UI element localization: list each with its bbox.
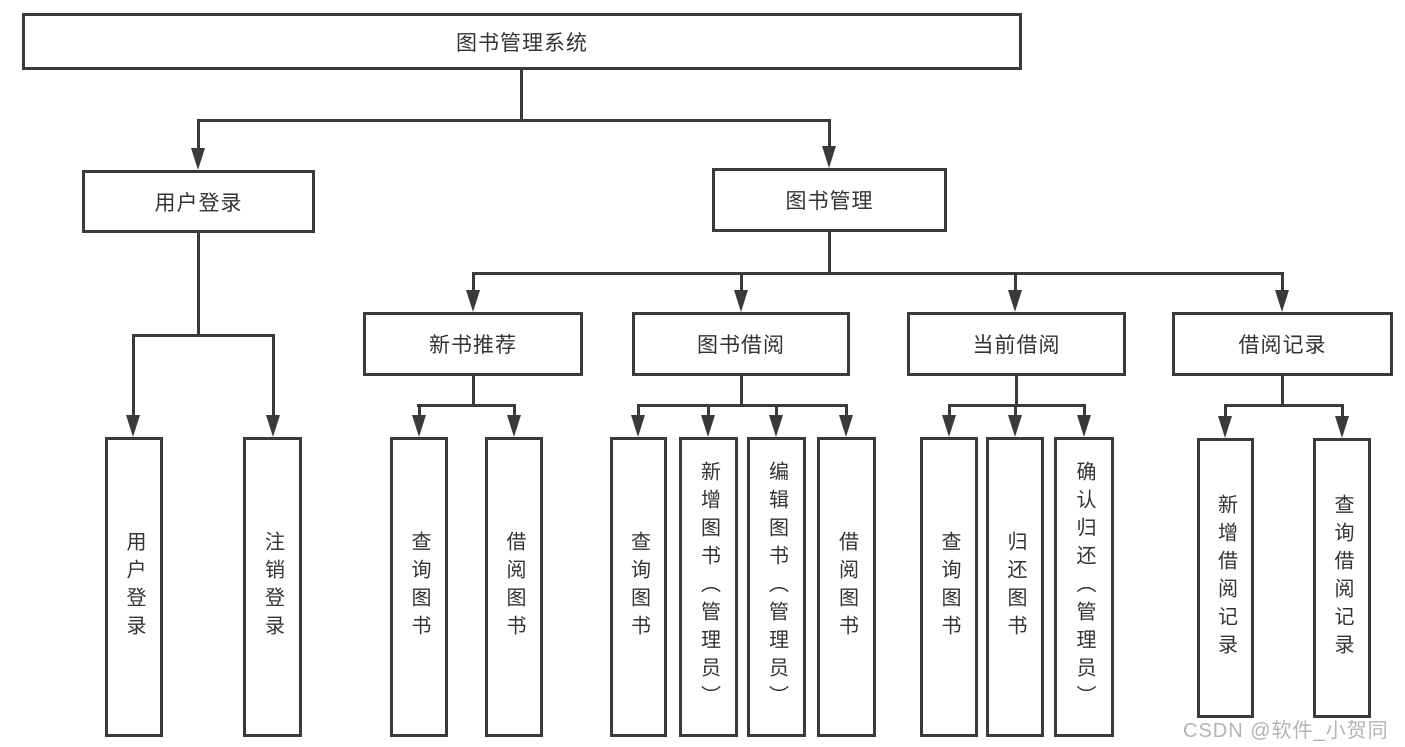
arrow-down-icon bbox=[1275, 290, 1289, 312]
connector bbox=[472, 272, 475, 292]
leaf-logout-label: 注销登录 bbox=[261, 531, 284, 643]
leaf-user-login-label: 用户登录 bbox=[123, 531, 145, 643]
node-book-borrow: 图书借阅 bbox=[632, 312, 850, 376]
leaf-confirm-return-admin: 确认归还（管理员） bbox=[1054, 437, 1114, 737]
node-root-label: 图书管理系统 bbox=[456, 31, 588, 55]
leaf-edit-books-admin: 编辑图书（管理员） bbox=[747, 437, 806, 737]
leaf-return-books-label: 归还图书 bbox=[1004, 531, 1026, 643]
leaf-add-books-admin-label: 新增图书（管理员） bbox=[697, 461, 720, 713]
arrow-down-icon bbox=[701, 415, 715, 437]
node-book-borrow-label: 图书借阅 bbox=[697, 334, 785, 357]
connector bbox=[132, 334, 275, 337]
leaf-add-books-admin: 新增图书（管理员） bbox=[679, 437, 738, 737]
leaf-query-borrow-record-label: 查询借阅记录 bbox=[1331, 494, 1353, 662]
connector bbox=[272, 334, 275, 417]
connector bbox=[637, 404, 848, 407]
connector bbox=[707, 404, 710, 417]
connector bbox=[520, 70, 523, 121]
connector bbox=[775, 404, 778, 417]
connector bbox=[1224, 404, 1227, 418]
arrow-down-icon bbox=[412, 415, 426, 437]
connector bbox=[828, 232, 831, 275]
connector bbox=[472, 376, 475, 407]
arrow-down-icon bbox=[1008, 415, 1022, 437]
leaf-borrow-books: 借阅图书 bbox=[817, 437, 876, 737]
leaf-user-login: 用户登录 bbox=[105, 437, 163, 737]
connector bbox=[1224, 404, 1343, 407]
node-new-book-recommend-label: 新书推荐 bbox=[429, 334, 517, 357]
connector bbox=[197, 119, 200, 150]
leaf-borrow-books-recommend-label: 借阅图书 bbox=[503, 531, 525, 643]
node-borrow-records: 借阅记录 bbox=[1172, 312, 1393, 376]
arrow-down-icon bbox=[1218, 416, 1232, 438]
connector bbox=[740, 272, 743, 292]
node-root-system: 图书管理系统 bbox=[22, 13, 1022, 70]
leaf-confirm-return-admin-label: 确认归还（管理员） bbox=[1073, 461, 1095, 713]
connector bbox=[1341, 404, 1344, 418]
arrow-down-icon bbox=[507, 415, 521, 437]
node-book-management: 图书管理 bbox=[712, 168, 947, 232]
arrow-down-icon bbox=[942, 415, 956, 437]
connector bbox=[1083, 404, 1086, 417]
connector bbox=[948, 404, 951, 417]
node-current-borrow: 当前借阅 bbox=[907, 312, 1126, 376]
leaf-query-borrow-record: 查询借阅记录 bbox=[1313, 438, 1371, 718]
leaf-query-books-current-label: 查询图书 bbox=[938, 531, 960, 643]
arrow-down-icon bbox=[839, 415, 853, 437]
connector bbox=[197, 233, 200, 337]
arrow-down-icon bbox=[191, 148, 205, 170]
node-current-borrow-label: 当前借阅 bbox=[972, 334, 1061, 357]
node-user-login-label: 用户登录 bbox=[154, 191, 243, 215]
leaf-logout: 注销登录 bbox=[243, 437, 302, 737]
arrow-down-icon bbox=[126, 415, 140, 437]
leaf-edit-books-admin-label: 编辑图书（管理员） bbox=[765, 461, 788, 713]
arrow-down-icon bbox=[769, 415, 783, 437]
connector bbox=[1014, 404, 1017, 417]
leaf-query-books-current: 查询图书 bbox=[920, 437, 978, 737]
connector bbox=[417, 404, 515, 407]
leaf-return-books: 归还图书 bbox=[986, 437, 1044, 737]
leaf-borrow-books-recommend: 借阅图书 bbox=[485, 437, 543, 737]
connector bbox=[197, 119, 831, 122]
leaf-borrow-books-label: 借阅图书 bbox=[835, 531, 858, 643]
arrow-down-icon bbox=[822, 146, 836, 168]
connector bbox=[1014, 272, 1017, 292]
leaf-add-borrow-record: 新增借阅记录 bbox=[1197, 438, 1254, 718]
connector bbox=[740, 376, 743, 407]
leaf-query-books-borrow: 查询图书 bbox=[610, 437, 667, 737]
arrow-down-icon bbox=[734, 290, 748, 312]
arrow-down-icon bbox=[1008, 290, 1022, 312]
leaf-query-books-recommend-label: 查询图书 bbox=[408, 531, 430, 643]
arrow-down-icon bbox=[631, 415, 645, 437]
leaf-query-books-recommend: 查询图书 bbox=[390, 437, 448, 737]
leaf-query-books-borrow-label: 查询图书 bbox=[627, 531, 650, 643]
csdn-watermark: CSDN @软件_小贺同学 bbox=[1183, 720, 1389, 742]
connector bbox=[418, 404, 421, 417]
connector bbox=[845, 404, 848, 417]
connector bbox=[828, 119, 831, 148]
connector bbox=[513, 404, 516, 417]
node-book-management-label: 图书管理 bbox=[785, 190, 874, 213]
arrow-down-icon bbox=[266, 415, 280, 437]
connector bbox=[472, 272, 1284, 275]
arrow-down-icon bbox=[466, 290, 480, 312]
node-borrow-records-label: 借阅记录 bbox=[1238, 334, 1327, 357]
connector bbox=[1281, 376, 1284, 407]
arrow-down-icon bbox=[1335, 416, 1349, 438]
arrow-down-icon bbox=[1077, 415, 1091, 437]
node-new-book-recommend: 新书推荐 bbox=[363, 312, 583, 376]
connector bbox=[1015, 376, 1018, 407]
leaf-add-borrow-record-label: 新增借阅记录 bbox=[1214, 494, 1237, 662]
connector bbox=[132, 334, 135, 417]
connector bbox=[1281, 272, 1284, 292]
connector bbox=[637, 404, 640, 417]
node-user-login: 用户登录 bbox=[82, 170, 315, 233]
